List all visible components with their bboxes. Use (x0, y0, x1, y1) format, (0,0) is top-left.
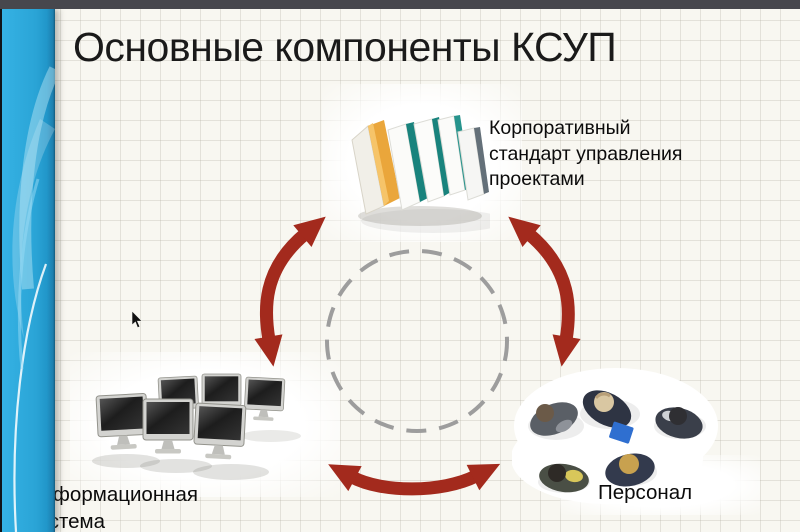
label-personnel: Персонал (598, 481, 693, 504)
arrow-standard-infosystem (254, 216, 326, 367)
dashed-circle (325, 249, 509, 433)
slide-side-stripe (0, 9, 55, 532)
stripe-swoosh-graphic (12, 66, 55, 532)
arrow-infosystem-personnel (328, 463, 501, 496)
books-icon (351, 115, 490, 233)
label-corporate-standard-line1: Корпоративный (489, 117, 631, 139)
people-icon (512, 368, 718, 504)
mouse-cursor-icon (131, 310, 143, 329)
label-corporate-standard-line2: стандарт управления (489, 142, 683, 165)
slide-title: Основные компоненты КСУП (73, 24, 617, 70)
monitors-icon (92, 373, 301, 480)
window-chrome-bar (0, 0, 800, 9)
label-corporate-standard-line3: проектами (489, 168, 585, 190)
label-corporate-standard: Корпоративный стандарт управления проект… (489, 116, 682, 193)
arrow-standard-personnel (508, 216, 581, 367)
label-information-system-line1: Информационная (27, 483, 198, 506)
